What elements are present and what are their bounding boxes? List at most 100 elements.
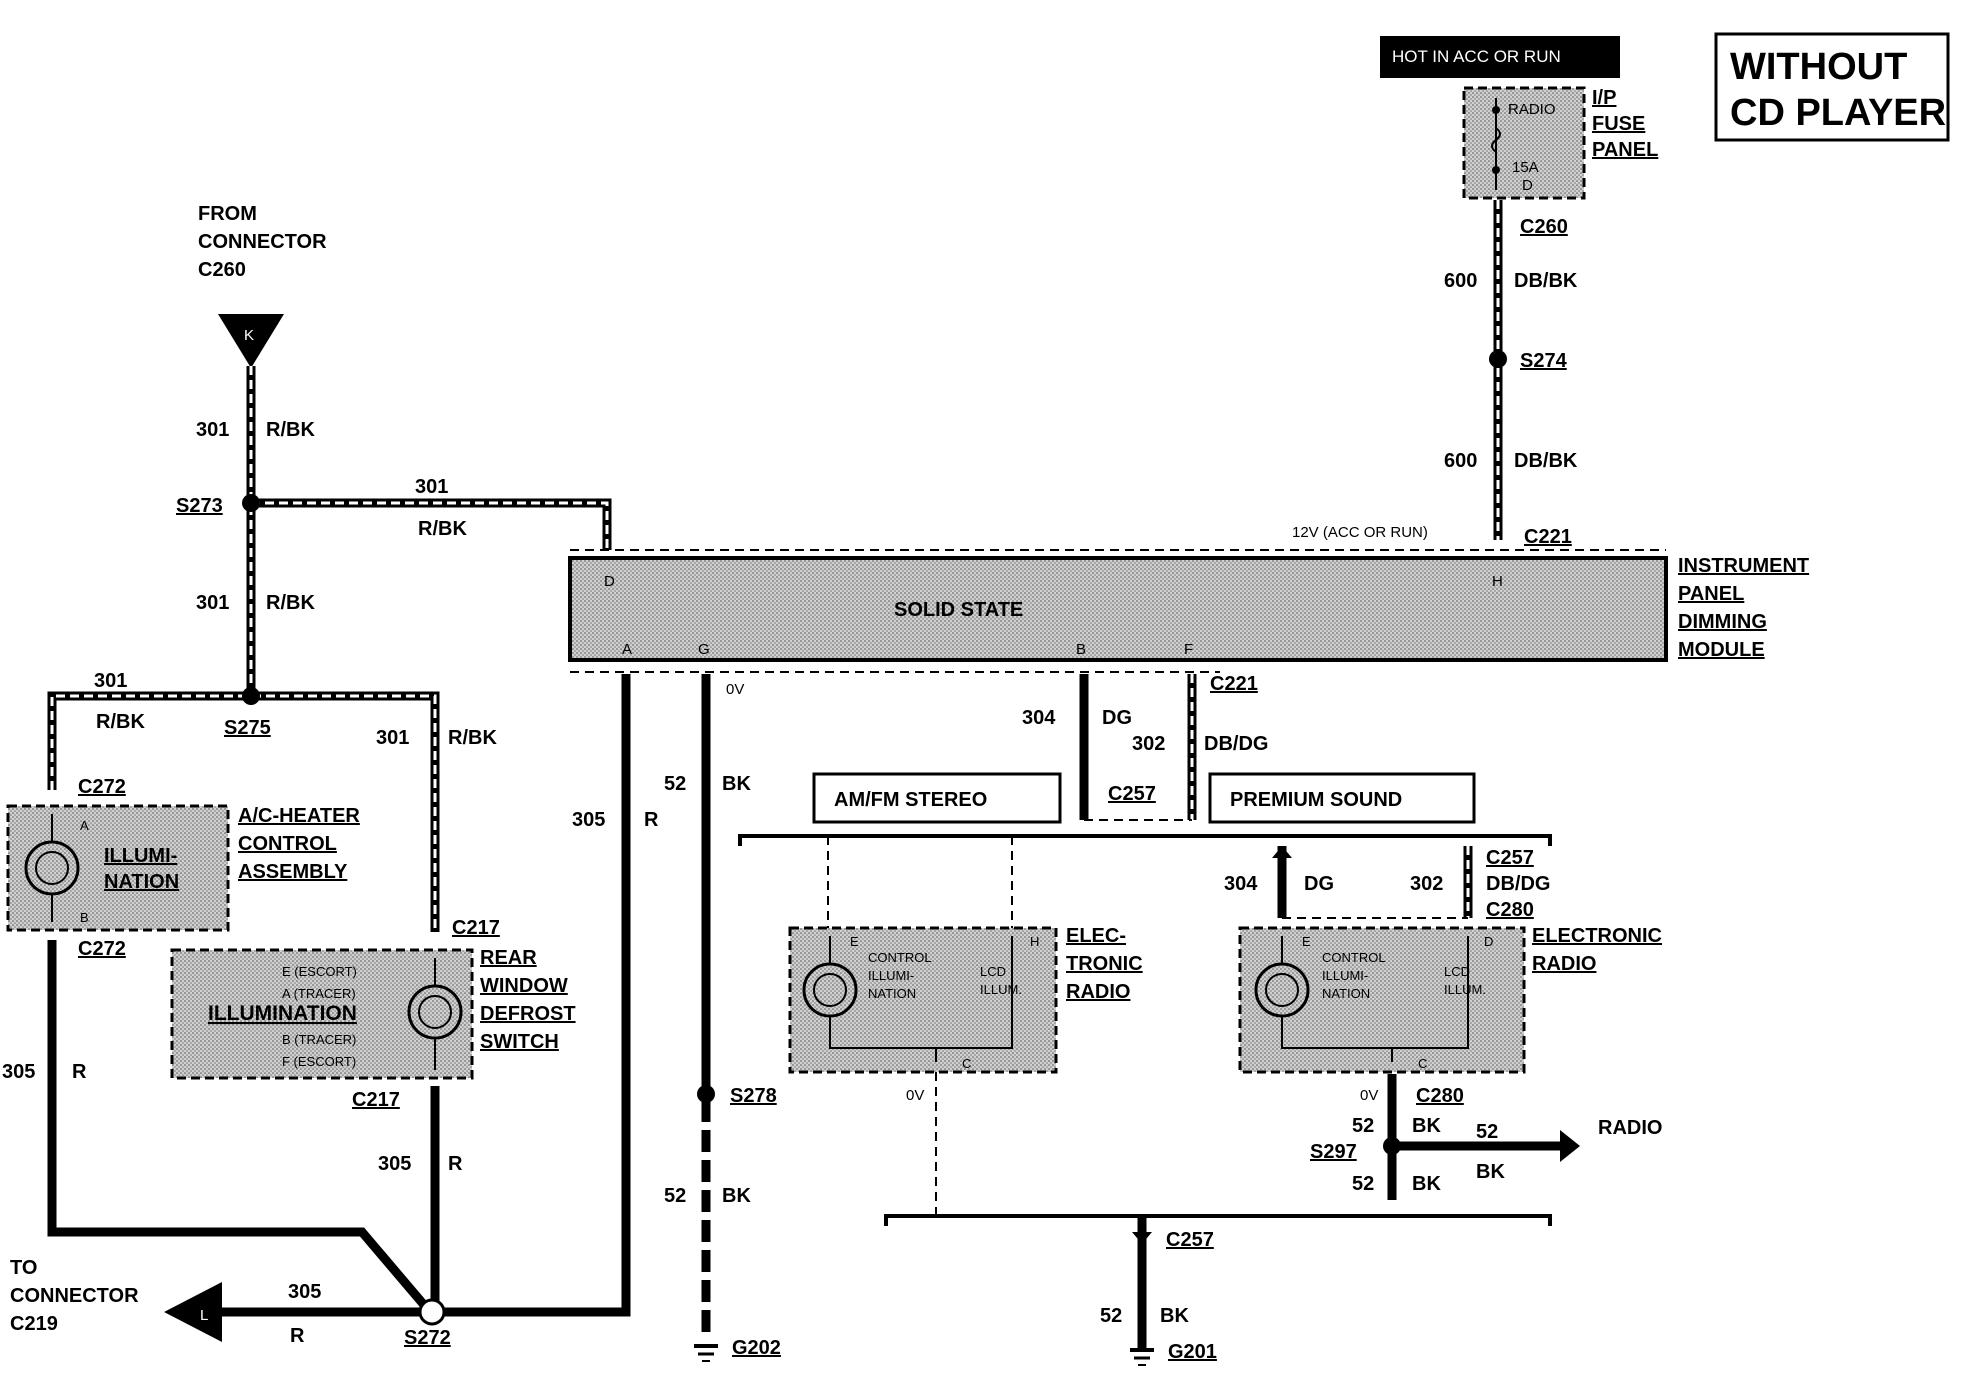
radio-left-label-3: RADIO [1066,981,1130,1003]
connector-c217-a: C217 [452,917,500,939]
wire-302-color-a: DB/DG [1204,733,1268,755]
splice-s274-dot [1489,350,1507,368]
from-connector-c260: FROM CONNECTOR C260 K [198,203,327,368]
to-connector-pin: L [200,1307,208,1324]
wire-301: 301 R/BK S273 301 R/BK 301 R/BK 301 R/BK… [47,366,612,932]
connector-c260-top: C260 [1520,216,1568,238]
wire-301-num-e: 301 [376,727,409,749]
wire-301-color-e: R/BK [448,727,497,749]
radio-left-ctrl-2: ILLUMI- [868,968,914,983]
radio-right-pin-d: D [1484,934,1493,949]
from-connector-line2: CONNECTOR [198,231,327,253]
radio-right-ctrl-2: ILLUMI- [1322,968,1368,983]
defrost-pin-f: F (ESCORT) [282,1054,356,1069]
module-name: SOLID STATE [894,599,1023,621]
arrow-in-icon [218,314,284,368]
ac-heater-label-3: ASSEMBLY [238,861,348,883]
radio-ground-label: RADIO [1598,1117,1662,1139]
wire-52-num-e: 52 [1476,1121,1498,1143]
wire-304-num-a: 304 [1022,707,1056,729]
radio-left-pin-h: H [1030,934,1039,949]
radio-right-pin-e: E [1302,934,1311,949]
wire-301-num-d: 301 [94,670,127,692]
radio-right-ctrl-3: NATION [1322,986,1370,1001]
radio-right-label-2: RADIO [1532,953,1596,975]
defrost-pin-b: B (TRACER) [282,1032,356,1047]
wire-301-num-a: 301 [196,419,229,441]
radio-left-pin-e: E [850,934,859,949]
fuse-panel-label-2: FUSE [1592,113,1645,135]
ground-icon [694,1344,718,1362]
hot-in-acc-banner: HOT IN ACC OR RUN [1380,36,1620,78]
wire-305-color-a: R [644,809,659,831]
wire-302-color-b: DB/DG [1486,873,1550,895]
defrost-label-1: REAR [480,947,537,969]
splice-s272: S272 [404,1327,451,1349]
radio-left-ov: 0V [906,1087,924,1104]
without-cd-line1: WITHOUT [1730,46,1907,88]
wire-305-num-c: 305 [378,1153,411,1175]
wire-301-num-c: 301 [196,592,229,614]
ac-heater-label-1: A/C-HEATER [238,805,360,827]
ac-heater-pin-b: B [80,910,89,925]
splice-s273: S273 [176,495,223,517]
splice-s274: S274 [1520,350,1568,372]
fuse-pin: D [1522,177,1533,194]
connector-c272-a: C272 [78,776,126,798]
splice-s272-dot [418,1298,446,1326]
connector-c221-top: C221 [1524,526,1572,548]
wire-52-color-d: BK [1412,1173,1441,1195]
radio-left-pin-c: C [962,1056,971,1071]
fuse-panel-label-3: PANEL [1592,139,1658,161]
from-connector-pin: K [244,327,254,344]
module-title-4: MODULE [1678,639,1765,661]
wire-305-num-b: 305 [2,1061,35,1083]
wire-301-color-b: R/BK [418,518,467,540]
wire-305-color-c: R [448,1153,463,1175]
wire-52-num-b: 52 [664,1185,686,1207]
defrost-pin-a: A (TRACER) [282,986,356,1001]
dimming-module: SOLID STATE D H A G B F INSTRUMENT PANEL… [568,549,1809,673]
wire-301-num-b: 301 [415,476,448,498]
defrost-inner: ILLUMINATION [208,1002,357,1025]
splice-s297: S297 [1310,1141,1357,1163]
module-pin-g: G [698,641,710,658]
ground-g202: G202 [732,1337,781,1359]
module-pin-h: H [1492,573,1503,590]
wire-304-color-b: DG [1304,873,1334,895]
ac-heater-label-2: CONTROL [238,833,337,855]
connector-c280-b: C280 [1416,1085,1464,1107]
splice-s275-dot [242,687,260,705]
ground-bus-g201: C257 52 BK G201 [884,1214,1552,1366]
wire-600-color-b: DB/BK [1514,450,1578,472]
wire-600: C260 600 DB/BK S274 600 DB/BK 12V (ACC O… [1292,200,1578,548]
wire-52-num-f: 52 [1100,1305,1122,1327]
splice-s275: S275 [224,717,271,739]
module-ov-left: 0V [726,681,744,698]
hot-label: HOT IN ACC OR RUN [1392,47,1561,66]
defrost-label-4: SWITCH [480,1031,559,1053]
option-am-fm-stereo: AM/FM STEREO [812,772,1062,824]
wire-52-color-b: BK [722,1185,751,1207]
defrost-label-3: DEFROST [480,1003,576,1025]
rear-window-defrost-switch: E (ESCORT) A (TRACER) ILLUMINATION B (TR… [170,917,576,1111]
wire-302-num-a: 302 [1132,733,1165,755]
wire-301-color-c: R/BK [266,592,315,614]
from-connector-line3: C260 [198,259,246,281]
wire-305-num-d: 305 [288,1281,321,1303]
ac-heater-inner-2: NATION [104,871,179,893]
ground-g201: G201 [1168,1341,1217,1363]
ac-heater-inner-1: ILLUMI- [104,845,177,867]
connector-c272-b: C272 [78,938,126,960]
connector-c257-a: C257 [1108,783,1156,805]
wire-305-num-a: 305 [572,809,605,831]
option-premium-sound: PREMIUM SOUND [1208,772,1476,824]
defrost-label-2: WINDOW [480,975,568,997]
fuse-icon [1491,127,1501,153]
module-title-1: INSTRUMENT [1678,555,1809,577]
radio-left-ctrl-1: CONTROL [868,950,932,965]
option-am-fm-label: AM/FM STEREO [834,789,987,811]
module-pin-a: A [622,641,632,658]
splice-s278-dot [697,1085,715,1103]
wire-304-num-b: 304 [1224,873,1258,895]
